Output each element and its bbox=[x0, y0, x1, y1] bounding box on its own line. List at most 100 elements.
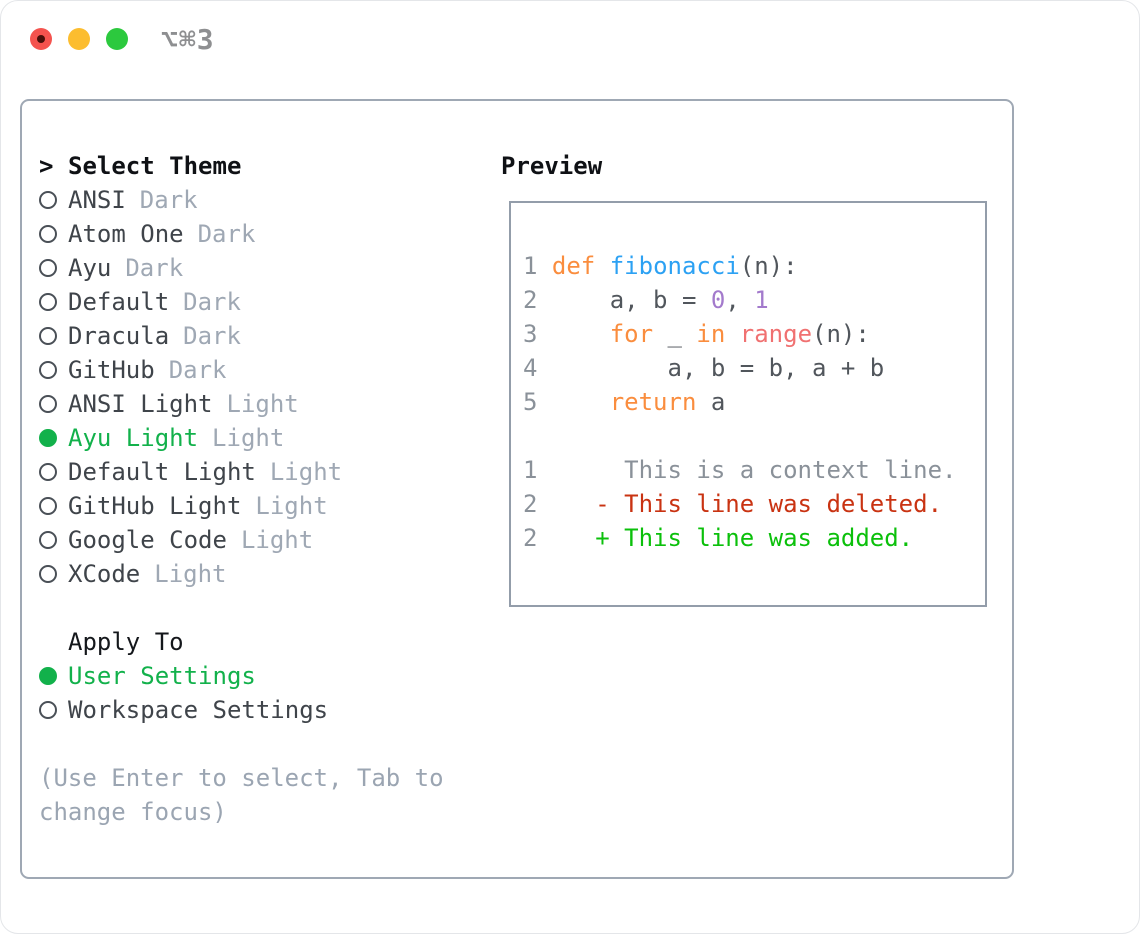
code-token-plain: _ bbox=[653, 320, 697, 348]
code-token-fn: fibonacci bbox=[609, 252, 740, 280]
theme-variant-tag: Light bbox=[255, 492, 328, 520]
code-token-kw: return bbox=[609, 388, 697, 416]
code-line bbox=[523, 419, 985, 453]
spacer bbox=[39, 591, 499, 625]
theme-variant-tag: Dark bbox=[139, 186, 198, 214]
code-line: 4 a, b = b, a + b bbox=[523, 351, 985, 385]
hint-line-1: (Use Enter to select, Tab to bbox=[39, 764, 444, 792]
prompt-caret-icon: > bbox=[39, 152, 54, 180]
theme-option-atom-one-dark[interactable]: Atom One Dark bbox=[39, 217, 499, 251]
apply-to-header: Apply To bbox=[68, 628, 184, 656]
code-line: 3 for _ in range(n): bbox=[523, 317, 985, 351]
code-token-ln: 2 bbox=[523, 286, 552, 314]
theme-variant-tag: Dark bbox=[183, 322, 241, 350]
code-line: 2 - This line was deleted. bbox=[523, 487, 985, 521]
code-token-ln: 5 bbox=[523, 388, 552, 416]
theme-label: Default Light bbox=[68, 458, 256, 486]
code-token-ctx: This is a context line. bbox=[537, 456, 957, 484]
code-token-plain: a, b = bbox=[551, 286, 711, 314]
code-token-ln: 2 bbox=[523, 524, 538, 552]
window-shortcut-label: ⌥⌘3 bbox=[161, 22, 215, 56]
theme-label: XCode bbox=[68, 560, 141, 588]
code-token-plain bbox=[552, 320, 610, 348]
apply-option-label: User Settings bbox=[68, 662, 256, 690]
code-token-ln: 4 bbox=[523, 354, 552, 382]
theme-variant-tag: Dark bbox=[125, 254, 184, 282]
radio-icon bbox=[39, 293, 57, 311]
apply-option-label: Workspace Settings bbox=[68, 696, 329, 724]
radio-icon bbox=[39, 327, 57, 345]
theme-label: GitHub Light bbox=[68, 492, 242, 520]
theme-label: Default bbox=[68, 288, 170, 316]
theme-variant-tag: Dark bbox=[183, 288, 241, 316]
code-token-plain bbox=[595, 252, 609, 280]
zoom-button[interactable] bbox=[106, 28, 128, 50]
spacer bbox=[39, 727, 499, 761]
theme-option-xcode-light[interactable]: XCode Light bbox=[39, 557, 499, 591]
select-theme-title: Select Theme bbox=[68, 152, 242, 180]
code-token-plain: a bbox=[696, 388, 726, 416]
theme-label: Google Code bbox=[68, 526, 227, 554]
apply-option-workspace-settings[interactable]: Workspace Settings bbox=[39, 693, 499, 727]
select-theme-header: > Select Theme bbox=[39, 149, 499, 183]
radio-icon bbox=[39, 701, 57, 719]
theme-label: ANSI bbox=[68, 186, 126, 214]
radio-icon bbox=[39, 395, 57, 413]
code-token-del: - This line was deleted. bbox=[537, 490, 943, 518]
theme-variant-tag: Light bbox=[154, 560, 227, 588]
theme-label: Dracula bbox=[68, 322, 170, 350]
radio-icon bbox=[39, 531, 57, 549]
radio-icon bbox=[39, 259, 57, 277]
radio-icon bbox=[39, 497, 57, 515]
theme-variant-tag: Dark bbox=[168, 356, 227, 384]
theme-option-google-code-light[interactable]: Google Code Light bbox=[39, 523, 499, 557]
theme-option-ansi-dark[interactable]: ANSI Dark bbox=[39, 183, 499, 217]
theme-label: Ayu Light bbox=[68, 424, 199, 452]
apply-option-user-settings[interactable]: User Settings bbox=[39, 659, 499, 693]
code-line: 2 + This line was added. bbox=[523, 521, 985, 555]
code-token-ln: 1 bbox=[523, 252, 552, 280]
code-token-add: + This line was added. bbox=[537, 524, 914, 552]
theme-option-default-dark[interactable]: Default Dark bbox=[39, 285, 499, 319]
theme-variant-tag: Dark bbox=[197, 220, 256, 248]
theme-variant-tag: Light bbox=[226, 390, 299, 418]
theme-option-default-light-light[interactable]: Default Light Light bbox=[39, 455, 499, 489]
code-token-kw: def bbox=[551, 252, 596, 280]
code-token-call: range bbox=[739, 320, 813, 348]
preview-title: Preview bbox=[501, 152, 603, 180]
code-token-plain: (n): bbox=[739, 252, 798, 280]
radio-icon bbox=[39, 361, 57, 379]
theme-option-github-light-light[interactable]: GitHub Light Light bbox=[39, 489, 499, 523]
theme-label: Atom One bbox=[68, 220, 184, 248]
code-token-ln: 3 bbox=[523, 320, 552, 348]
close-button[interactable] bbox=[30, 28, 52, 50]
theme-option-dracula-dark[interactable]: Dracula Dark bbox=[39, 319, 499, 353]
theme-variant-tag: Light bbox=[269, 458, 343, 486]
code-token-ln: 1 bbox=[523, 456, 538, 484]
code-token-plain bbox=[552, 388, 610, 416]
radio-icon bbox=[39, 191, 57, 209]
radio-icon bbox=[39, 463, 57, 481]
close-dot-icon bbox=[37, 35, 45, 43]
radio-selected-icon bbox=[39, 667, 57, 685]
minimize-button[interactable] bbox=[68, 28, 90, 50]
radio-icon bbox=[39, 565, 57, 583]
theme-option-ansi-light-light[interactable]: ANSI Light Light bbox=[39, 387, 499, 421]
radio-selected-icon bbox=[39, 429, 57, 447]
code-token-kw: for bbox=[609, 320, 654, 348]
theme-variant-tag: Light bbox=[240, 526, 314, 554]
code-line: 5 return a bbox=[523, 385, 985, 419]
titlebar: ⌥⌘3 bbox=[30, 23, 215, 56]
theme-label: ANSI Light bbox=[68, 390, 213, 418]
code-token-ln: 2 bbox=[523, 490, 538, 518]
code-token-plain: , bbox=[725, 286, 755, 314]
